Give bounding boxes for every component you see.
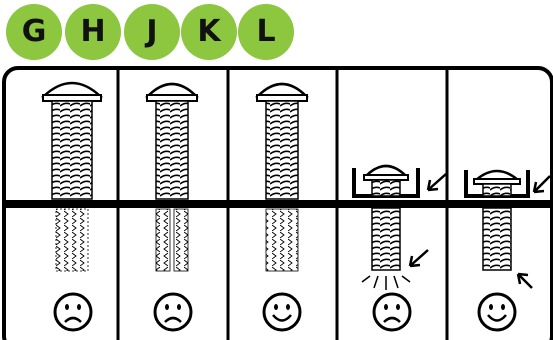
screw-k <box>352 164 447 290</box>
badge-g: G <box>6 4 62 60</box>
badge-j: J <box>124 4 180 60</box>
screw-l <box>464 169 551 289</box>
badge-k: K <box>181 4 237 60</box>
happy-face-icon <box>477 292 517 332</box>
screw-j <box>254 82 310 272</box>
badge-l: L <box>238 4 294 60</box>
sad-face-icon <box>153 292 193 332</box>
sad-face-icon <box>372 292 412 332</box>
plate-line <box>4 200 552 208</box>
label-badges: G H J K L <box>0 0 553 60</box>
screw-h <box>144 82 200 272</box>
happy-face-icon <box>262 292 302 332</box>
sad-face-icon <box>53 292 93 332</box>
screw-g <box>40 81 104 272</box>
badge-h: H <box>65 4 121 60</box>
